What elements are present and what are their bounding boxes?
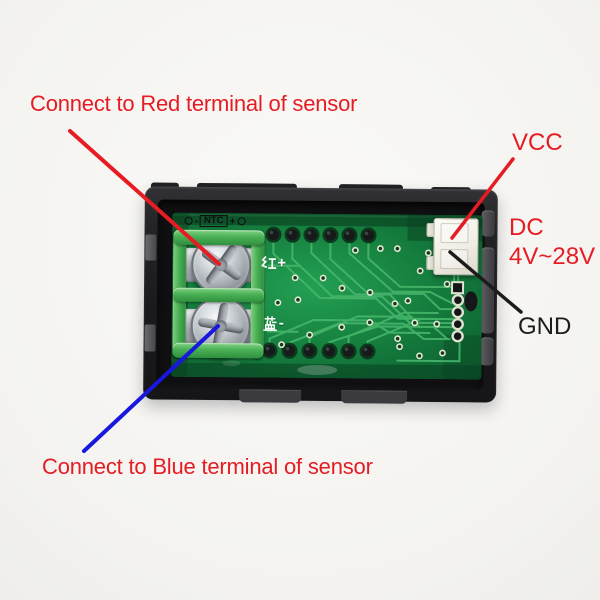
thermometer-module: - NTC + + - [143,180,498,405]
vias [274,245,451,360]
solder-joints-top [265,226,377,244]
hanzi-hong-glyph-icon [261,255,277,269]
vcc-label: VCC [512,129,563,156]
dc-range-label: 4V~28V [509,243,596,270]
blue-pointer-line-sensor [82,324,220,453]
gnd-pointer-line [448,250,523,314]
gnd-label: GND [518,313,572,340]
dc-voltage-label: DC 4V~28V [509,213,595,271]
blue-terminal-note: Connect to Blue terminal of sensor [42,454,373,479]
solder-joints-bottom [261,342,376,360]
glare [222,360,241,367]
dc-label: DC [509,214,544,241]
blue-terminal-silkscreen: - [262,314,284,332]
red-terminal-note: Connect to Red terminal of sensor [30,91,358,116]
case-hole [464,291,478,312]
glare [297,364,338,375]
red-pointer-line-sensor [68,129,221,266]
red-terminal-silkscreen: + [260,254,286,272]
vcc-pointer-line [450,157,515,240]
hanzi-lan-glyph-icon [263,315,278,331]
via-column [450,281,465,343]
